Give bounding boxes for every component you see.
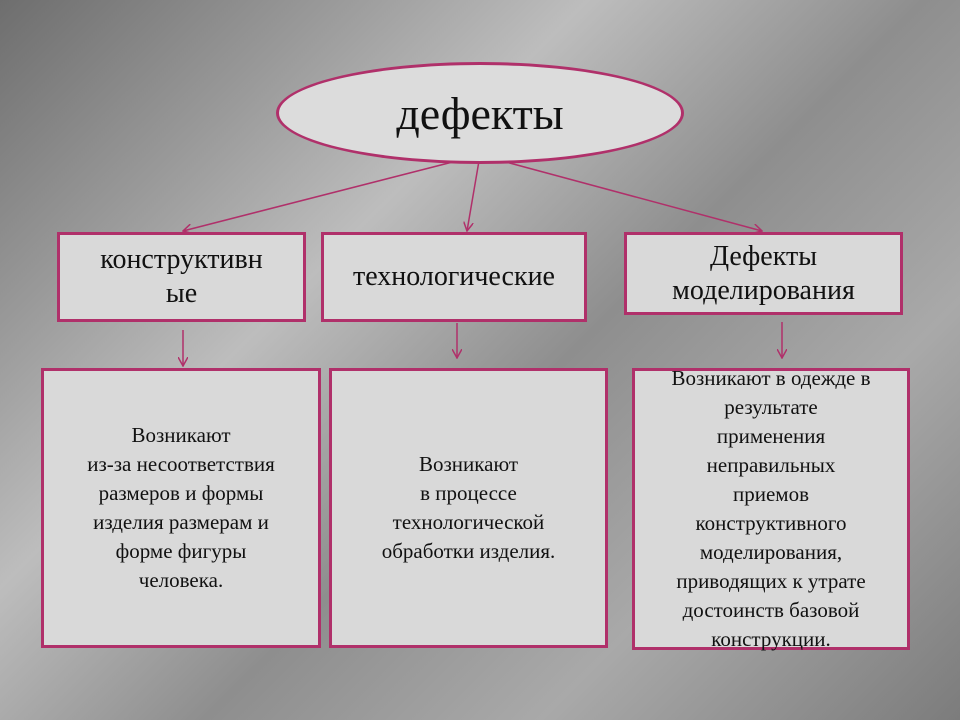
category-title: конструктивн ые [100,244,263,309]
arrow-to-technological [467,154,481,231]
description-text: Возникают из-за несоответствия размеров … [87,423,275,592]
category-constructive: конструктивн ые [57,232,306,322]
category-technological: технологические [321,232,587,322]
description-modeling: Возникают в одежде в результате применен… [632,366,910,651]
category-title: технологические [352,261,555,292]
category-title: Дефекты моделирования [672,240,855,306]
arrow-to-modeling [479,154,762,231]
description-constructive: Возникают из-за несоответствия размеров … [41,368,321,648]
arrow-to-constructive [183,154,481,231]
category-modeling: Дефекты моделирования [624,232,903,315]
root-node: дефекты [276,62,684,164]
description-technological: Возникают в процессе технологической обр… [329,368,608,648]
description-text: Возникают в процессе технологической обр… [381,452,556,563]
root-label: дефекты [396,87,564,139]
description-text: Возникают в одежде в результате применен… [671,366,871,651]
